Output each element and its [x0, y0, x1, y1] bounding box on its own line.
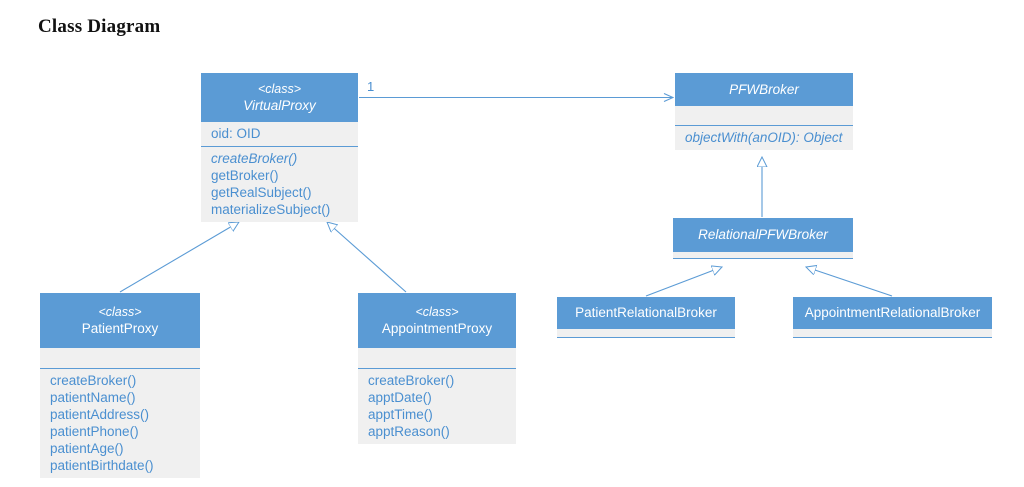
- class-box-virtualproxy[interactable]: <class> VirtualProxy oid: OID createBrok…: [201, 73, 358, 222]
- class-header-patientproxy: <class> PatientProxy: [40, 293, 200, 348]
- method-row: getBroker(): [211, 168, 279, 183]
- method-row: patientBirthdate(): [50, 458, 154, 473]
- class-stereotype: <class>: [257, 81, 302, 96]
- method-row: objectWith(anOID): Object: [685, 130, 843, 145]
- class-name: VirtualProxy: [243, 97, 316, 113]
- class-name: AppointmentProxy: [381, 320, 493, 336]
- class-attributes-patientproxy: [40, 348, 200, 368]
- class-box-appointmentproxy[interactable]: <class> AppointmentProxy createBroker() …: [358, 293, 516, 444]
- class-name: PFWBroker: [729, 81, 799, 97]
- method-row: apptDate(): [368, 390, 432, 405]
- method-row: apptReason(): [368, 424, 450, 439]
- class-box-patientrelationalbroker[interactable]: PatientRelationalBroker: [557, 297, 735, 338]
- class-attributes-appointmentproxy: [358, 348, 516, 368]
- class-methods-appointmentrelationalbroker: [793, 337, 992, 338]
- class-methods-appointmentproxy: createBroker() apptDate() apptTime() app…: [358, 368, 516, 444]
- class-box-pfwbroker[interactable]: PFWBroker objectWith(anOID): Object: [675, 73, 853, 150]
- generalization-patientproxy-virtualproxy: [119, 222, 239, 293]
- method-row: apptTime(): [368, 407, 433, 422]
- class-header-appointmentproxy: <class> AppointmentProxy: [358, 293, 516, 348]
- method-row: getRealSubject(): [211, 185, 312, 200]
- method-row: createBroker(): [50, 373, 137, 388]
- class-stereotype: <class>: [415, 304, 459, 319]
- class-attributes-patientrelationalbroker: [557, 329, 735, 337]
- attribute-row: oid: OID: [211, 126, 261, 141]
- method-row: materializeSubject(): [211, 202, 331, 217]
- method-row: patientAge(): [50, 441, 124, 456]
- class-attributes-appointmentrelationalbroker: [793, 329, 992, 337]
- class-methods-relationalpfwbroker: [673, 258, 853, 259]
- generalization-appointmentrelationalbroker-relationalpfwbroker: [806, 267, 893, 297]
- class-name: AppointmentRelationalBroker: [804, 305, 981, 320]
- method-row: createBroker(): [211, 151, 298, 166]
- generalization-appointmentproxy-virtualproxy: [327, 222, 407, 293]
- class-methods-virtualproxy: createBroker() getBroker() getRealSubjec…: [201, 146, 358, 222]
- class-attributes-virtualproxy: oid: OID: [201, 122, 358, 146]
- multiplicity-label: 1: [367, 79, 375, 94]
- class-header-pfwbroker: PFWBroker: [675, 73, 853, 106]
- method-row: patientPhone(): [50, 424, 139, 439]
- class-box-appointmentrelationalbroker[interactable]: AppointmentRelationalBroker: [793, 297, 992, 338]
- class-attributes-pfwbroker: [675, 106, 853, 125]
- class-header-relationalpfwbroker: RelationalPFWBroker: [673, 218, 853, 252]
- generalization-patientrelationalbroker-relationalpfwbroker: [645, 267, 722, 297]
- class-name: PatientProxy: [81, 320, 159, 336]
- class-name: PatientRelationalBroker: [575, 305, 717, 320]
- class-header-virtualproxy: <class> VirtualProxy: [201, 73, 358, 122]
- class-methods-patientrelationalbroker: [557, 337, 735, 338]
- class-box-relationalpfwbroker[interactable]: RelationalPFWBroker: [673, 218, 853, 259]
- class-header-patientrelationalbroker: PatientRelationalBroker: [557, 297, 735, 329]
- class-name: RelationalPFWBroker: [698, 227, 828, 242]
- method-row: patientName(): [50, 390, 136, 405]
- class-header-appointmentrelationalbroker: AppointmentRelationalBroker: [793, 297, 992, 329]
- class-box-patientproxy[interactable]: <class> PatientProxy createBroker() pati…: [40, 293, 200, 478]
- class-stereotype: <class>: [98, 304, 142, 319]
- method-row: createBroker(): [368, 373, 455, 388]
- class-methods-patientproxy: createBroker() patientName() patientAddr…: [40, 368, 200, 478]
- class-methods-pfwbroker: objectWith(anOID): Object: [675, 125, 853, 150]
- method-row: patientAddress(): [50, 407, 150, 422]
- page-title: Class Diagram: [38, 16, 161, 37]
